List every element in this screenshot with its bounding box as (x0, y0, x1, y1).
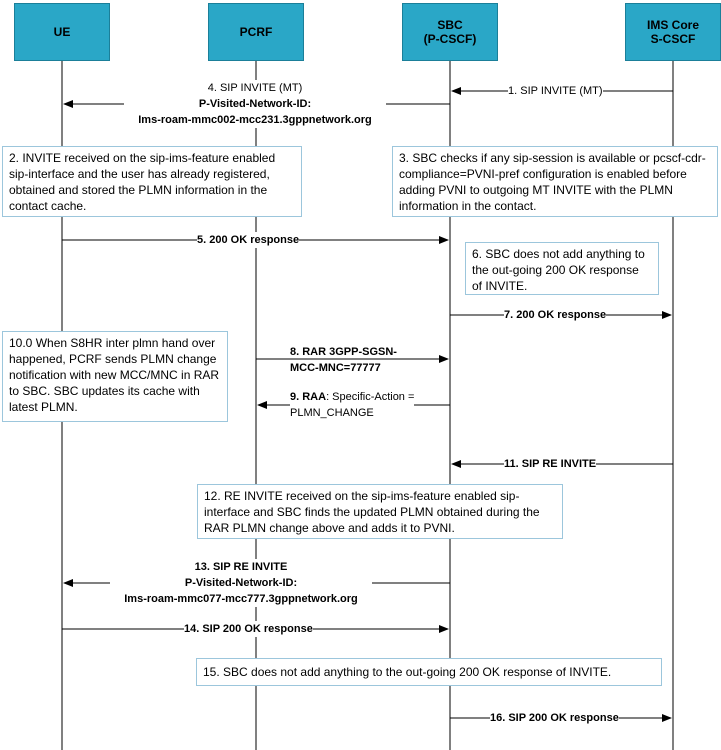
actor-sbc-sub: (P-CSCF) (423, 32, 477, 46)
actor-sbc-name: SBC (437, 18, 463, 32)
note-12: 12. RE INVITE received on the sip-ims-fe… (197, 484, 563, 539)
note-6: 6. SBC does not add anything to the out-… (465, 242, 659, 295)
message-4-label: 4. SIP INVITE (MT) P-Visited-Network-ID:… (124, 80, 386, 128)
message-4-line3: Ims-roam-mmc002-mcc231.3gppnetwork.org (138, 114, 372, 126)
message-13-line3: Ims-roam-mmc077-mcc777.3gppnetwork.org (124, 593, 358, 605)
message-9-line1-bold: 9. RAA (290, 391, 327, 403)
message-16-label: 16. SIP 200 OK response (490, 710, 619, 726)
message-8-label: 8. RAR 3GPP-SGSN- MCC-MNC=77777 (290, 344, 397, 376)
message-9-line2: PLMN_CHANGE (290, 407, 374, 419)
message-9-label: 9. RAA: Specific-Action = PLMN_CHANGE (290, 389, 415, 421)
actor-ue: UE (14, 3, 110, 61)
actor-pcrf: PCRF (208, 3, 304, 61)
message-7-label: 7. 200 OK response (504, 307, 607, 323)
note-2: 2. INVITE received on the sip-ims-featur… (2, 146, 302, 217)
actor-ims-core-sub: S-CSCF (650, 32, 696, 46)
note-10: 10.0 When S8HR inter plmn hand over happ… (2, 331, 228, 422)
message-13-line2: P-Visited-Network-ID: (184, 577, 298, 589)
note-15: 15. SBC does not add anything to the out… (196, 658, 662, 686)
message-1-label: 1. SIP INVITE (MT) (508, 83, 603, 99)
note-3: 3. SBC checks if any sip-session is avai… (392, 146, 718, 217)
actor-sbc: SBC (P-CSCF) (402, 3, 498, 61)
actor-pcrf-name: PCRF (239, 25, 273, 39)
message-13-line1: 13. SIP RE INVITE (194, 561, 288, 573)
message-5-label: 5. 200 OK response (197, 232, 300, 248)
actor-ims-core-name: IMS Core (646, 18, 699, 32)
message-9-line1-rest: : Specific-Action = (326, 391, 415, 403)
message-8-line2: MCC-MNC=77777 (290, 362, 381, 374)
message-14-label: 14. SIP 200 OK response (184, 621, 313, 637)
message-4-line1: 4. SIP INVITE (MT) (207, 82, 303, 94)
message-4-line2: P-Visited-Network-ID: (198, 98, 312, 110)
actor-ue-name: UE (53, 25, 71, 39)
message-13-label: 13. SIP RE INVITE P-Visited-Network-ID: … (110, 559, 372, 607)
actor-ims-core: IMS Core S-CSCF (625, 3, 721, 61)
message-8-line1: 8. RAR 3GPP-SGSN- (290, 346, 397, 358)
message-11-label: 11. SIP RE INVITE (504, 456, 597, 472)
